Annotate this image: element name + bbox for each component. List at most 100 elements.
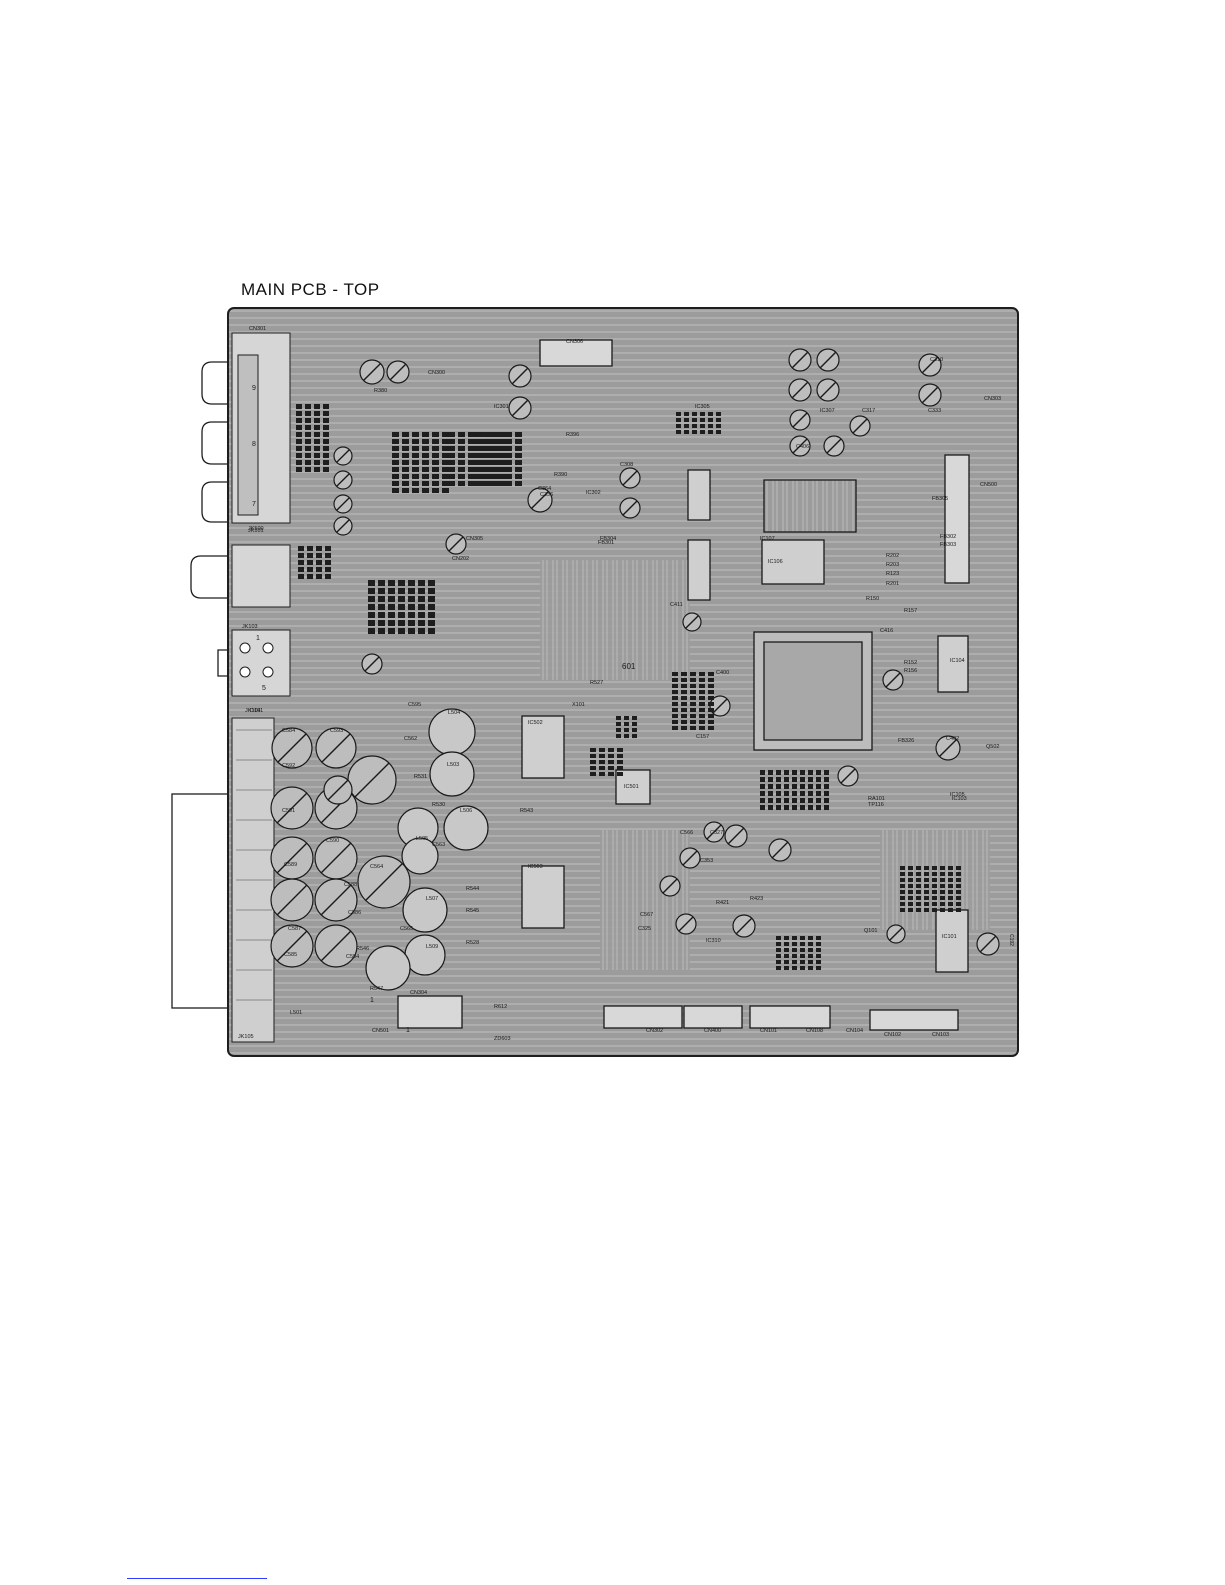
capacitor-label: C364 bbox=[538, 486, 551, 492]
smd-component bbox=[325, 574, 331, 579]
smd-component bbox=[590, 772, 596, 776]
smd-component bbox=[392, 446, 399, 451]
connector-label: CN102 bbox=[884, 1032, 901, 1038]
smd-component bbox=[699, 678, 705, 682]
smd-component bbox=[776, 942, 781, 946]
smd-component bbox=[816, 966, 821, 970]
smd-component bbox=[408, 596, 415, 602]
smd-component bbox=[956, 908, 961, 912]
smd-component bbox=[305, 467, 311, 472]
smd-component bbox=[784, 960, 789, 964]
smd-component bbox=[808, 805, 813, 810]
ic-label: IC106 bbox=[768, 559, 783, 565]
capacitor-label: C566 bbox=[680, 830, 693, 836]
smd-component bbox=[599, 772, 605, 776]
resistor-label: R528 bbox=[466, 940, 479, 946]
smd-component bbox=[368, 588, 375, 594]
smd-component bbox=[448, 446, 455, 451]
smd-component bbox=[948, 872, 953, 876]
smd-component bbox=[948, 902, 953, 906]
smd-component bbox=[808, 770, 813, 775]
connector-label: CN101 bbox=[760, 1028, 777, 1034]
smd-component bbox=[692, 418, 697, 422]
smd-component bbox=[776, 784, 781, 789]
smd-component bbox=[690, 690, 696, 694]
smd-component bbox=[776, 960, 781, 964]
smd-component bbox=[708, 684, 714, 688]
smd-component bbox=[442, 481, 449, 486]
smd-component bbox=[900, 890, 905, 894]
smd-component bbox=[768, 791, 773, 796]
smd-component bbox=[808, 942, 813, 946]
smd-component bbox=[505, 446, 512, 451]
smd-component bbox=[515, 439, 522, 444]
smd-component bbox=[824, 805, 829, 810]
smd-component bbox=[908, 896, 913, 900]
smd-component bbox=[690, 702, 696, 706]
ic-label: IC107 bbox=[760, 536, 775, 542]
inductor-label: L501 bbox=[290, 1010, 302, 1016]
smd-component bbox=[800, 966, 805, 970]
smd-component bbox=[948, 884, 953, 888]
smd-component bbox=[402, 460, 409, 465]
smd-component bbox=[515, 432, 522, 437]
resistor-label: R543 bbox=[520, 808, 533, 814]
smd-component bbox=[485, 453, 492, 458]
resistor-label: R531 bbox=[414, 774, 427, 780]
smd-component bbox=[448, 453, 455, 458]
ic-label: IC103 bbox=[952, 796, 967, 802]
smd-component bbox=[468, 481, 475, 486]
smd-component bbox=[617, 748, 623, 752]
smd-component bbox=[608, 772, 614, 776]
smd-component bbox=[323, 467, 329, 472]
smd-component bbox=[422, 481, 429, 486]
resistor-label: R544 bbox=[466, 886, 479, 892]
smd-component bbox=[495, 467, 502, 472]
smd-component bbox=[495, 432, 502, 437]
smd-component bbox=[485, 467, 492, 472]
smd-component bbox=[314, 467, 320, 472]
ic-label: IC104 bbox=[950, 658, 965, 664]
capacitor-label: C595 bbox=[408, 702, 421, 708]
jack-label: JK101 bbox=[248, 528, 264, 534]
smd-component bbox=[368, 620, 375, 626]
smd-component bbox=[468, 460, 475, 465]
smd-component bbox=[692, 412, 697, 416]
smd-component bbox=[816, 777, 821, 782]
smd-component bbox=[314, 446, 320, 451]
smd-component bbox=[792, 948, 797, 952]
smd-component bbox=[368, 612, 375, 618]
smd-component bbox=[956, 902, 961, 906]
smd-component bbox=[716, 412, 721, 416]
smd-component bbox=[699, 690, 705, 694]
smd-component bbox=[916, 884, 921, 888]
smd-component bbox=[448, 460, 455, 465]
resistor-label: R530 bbox=[432, 802, 445, 808]
smd-component bbox=[448, 432, 455, 437]
smd-component bbox=[900, 866, 905, 870]
smd-component bbox=[325, 553, 331, 558]
resistor-label: R150 bbox=[866, 596, 879, 602]
smd-component bbox=[505, 432, 512, 437]
resistor-label: R545 bbox=[466, 908, 479, 914]
capacitor-label: C564 bbox=[370, 864, 383, 870]
resistor-label: R396 bbox=[566, 432, 579, 438]
smd-component bbox=[792, 770, 797, 775]
capacitor-label: C308 bbox=[620, 462, 633, 468]
smd-component bbox=[808, 936, 813, 940]
smd-component bbox=[298, 560, 304, 565]
smd-component bbox=[784, 936, 789, 940]
smd-component bbox=[323, 446, 329, 451]
smd-component bbox=[676, 424, 681, 428]
capacitor-label: C317 bbox=[862, 408, 875, 414]
smd-component bbox=[681, 678, 687, 682]
smd-component bbox=[916, 902, 921, 906]
smd-component bbox=[616, 722, 621, 726]
smd-component bbox=[323, 411, 329, 416]
smd-component bbox=[956, 890, 961, 894]
capacitor-label: C590 bbox=[326, 838, 339, 844]
smd-component bbox=[908, 884, 913, 888]
resistor-label: R612 bbox=[494, 1004, 507, 1010]
smd-component bbox=[458, 460, 465, 465]
smd-component bbox=[408, 604, 415, 610]
